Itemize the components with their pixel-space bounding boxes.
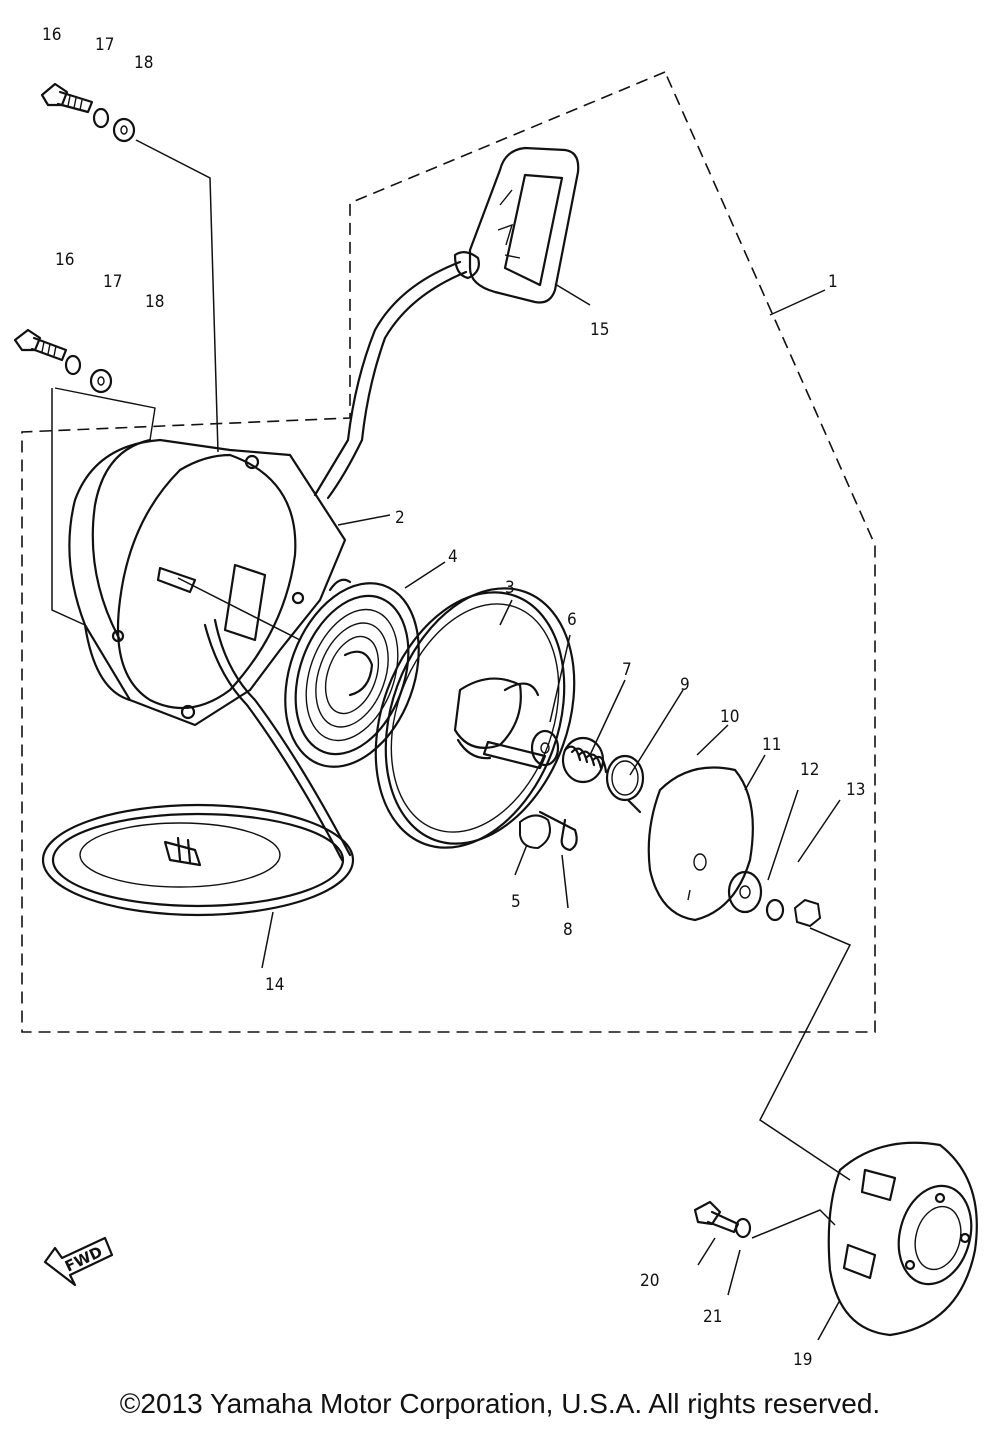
- bolt-20: [693, 1200, 740, 1234]
- starter-case: [68, 438, 352, 727]
- callout-5: 5: [511, 892, 521, 912]
- callout-9: 9: [680, 675, 690, 695]
- callout-6: 6: [567, 610, 577, 630]
- friction-plate-10: [647, 766, 754, 922]
- washer-18-lower: [89, 368, 113, 394]
- callout-18-lower: 18: [145, 292, 164, 312]
- callout-15: 15: [590, 320, 609, 340]
- callout-17-upper: 17: [95, 35, 114, 55]
- recoil-starter-exploded-diagram: FWD 16 17 18 16 17 18 1 15 2 4 3 6 7 9 1…: [13, 25, 978, 1370]
- callout-7: 7: [622, 660, 632, 680]
- callout-14: 14: [265, 975, 284, 995]
- bolt-16-lower: [13, 328, 68, 362]
- callout-20: 20: [640, 1271, 659, 1291]
- starter-rope: [313, 260, 468, 500]
- lock-washer-17-lower: [64, 354, 82, 376]
- callout-12: 12: [800, 760, 819, 780]
- callout-19: 19: [793, 1350, 812, 1370]
- callout-4: 4: [448, 547, 458, 567]
- callout-16-upper: 16: [42, 25, 61, 45]
- spring-7: [561, 736, 608, 784]
- lock-washer-12: [765, 898, 785, 922]
- copyright-notice: ©2013 Yamaha Motor Corporation, U.S.A. A…: [119, 1388, 881, 1419]
- fwd-arrow-icon: FWD: [43, 1236, 114, 1287]
- coiled-rope: [41, 618, 355, 917]
- rope-pulley: [374, 587, 576, 849]
- leader-lines: [51, 139, 852, 1341]
- callout-labels: 16 17 18 16 17 18 1 15 2 4 3 6 7 9 10 11…: [42, 25, 865, 1370]
- callout-1: 1: [828, 272, 838, 292]
- callout-8: 8: [563, 920, 573, 940]
- callout-18-upper: 18: [134, 53, 153, 73]
- pawl-5: [519, 814, 551, 850]
- callout-11: 11: [762, 735, 781, 755]
- callout-3: 3: [505, 578, 515, 598]
- nut-13: [793, 898, 822, 928]
- starter-cup-19: [827, 1141, 978, 1337]
- bolt-16-upper: [40, 82, 94, 114]
- washer-6: [530, 729, 560, 767]
- spring-clip-8: [538, 810, 578, 852]
- callout-17-lower: 17: [103, 272, 122, 292]
- washer-18-upper: [112, 117, 136, 143]
- lock-washer-21: [734, 1217, 752, 1239]
- assembly-boundary: [21, 71, 876, 1033]
- starter-handle: [453, 146, 580, 304]
- callout-21: 21: [703, 1307, 722, 1327]
- recoil-spring: [284, 582, 420, 768]
- lock-washer-17-upper: [92, 107, 110, 129]
- return-spring-9: [605, 754, 645, 814]
- callout-16-lower: 16: [55, 250, 74, 270]
- washer-11: [727, 870, 763, 914]
- callout-13: 13: [846, 780, 865, 800]
- callout-10: 10: [720, 707, 739, 727]
- callout-2: 2: [395, 508, 405, 528]
